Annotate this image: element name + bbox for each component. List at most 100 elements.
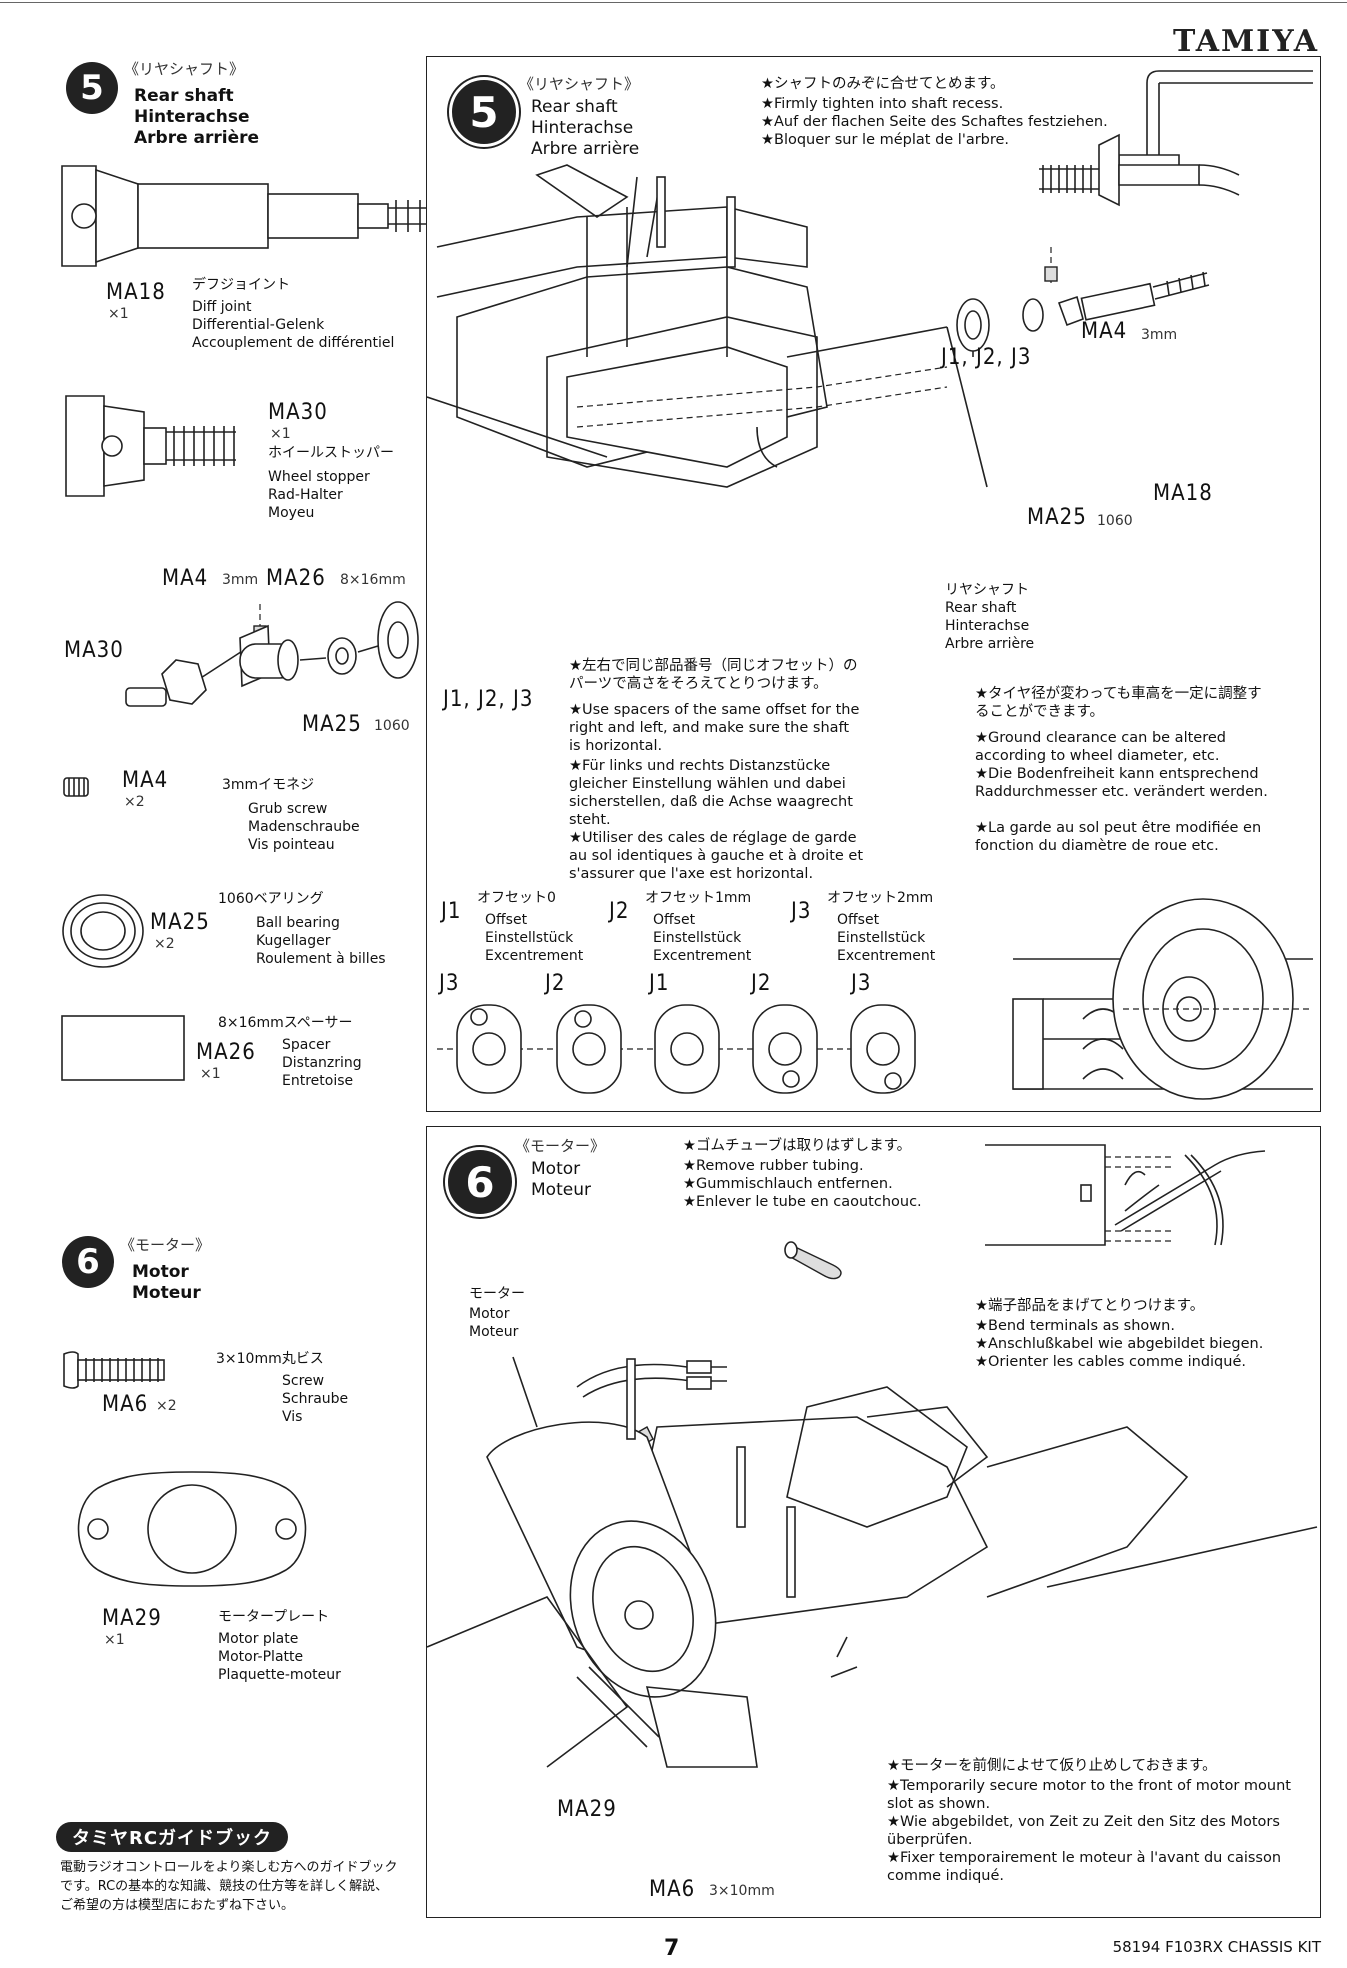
panel-5-title-de: Hinterachse [531, 118, 634, 138]
panel-6-title-fr: Moteur [531, 1180, 591, 1200]
panel-5-title-jp: 《リヤシャフト》 [519, 75, 640, 93]
terminal-note-jp: ★端子部品をまげてとりつけます。 [975, 1298, 1205, 1314]
offset-fr-j1: Excentrement [485, 948, 584, 964]
top-rule [0, 2, 1347, 3]
screw-drawing [63, 1351, 165, 1389]
part-jp-ma6: 3×10mm丸ビス [216, 1351, 324, 1367]
part-de-ma25: Kugellager [256, 933, 331, 949]
hex-wrench-inset [1039, 70, 1313, 207]
offset-note-en: ★Use spacers of the same offset for the … [569, 702, 860, 754]
motor-install-drawing [427, 1356, 1318, 1768]
offset-fr-j2: Excentrement [653, 948, 752, 964]
label-ma25-right: MA25 [1027, 505, 1087, 530]
part-en-ma6: Screw [282, 1373, 325, 1389]
part-fr-ma6: Vis [282, 1409, 303, 1425]
part-qty-ma25: ×2 [154, 936, 175, 952]
brand-logo: TAMIYA [1173, 24, 1319, 59]
part-fr-ma30: Moyeu [268, 505, 315, 521]
page-number: 7 [664, 1936, 680, 1961]
part-fr-ma4: Vis pointeau [248, 837, 335, 853]
terminal-note-de: ★Anschlußkabel wie abgebildet biegen. [975, 1336, 1264, 1352]
label-j-group-left: J1, J2, J3 [443, 687, 534, 712]
part-jp-ma4: 3mmイモネジ [222, 777, 315, 793]
shaft-tip-jp: ★シャフトのみぞに合せてとめます。 [761, 76, 1005, 92]
label-j-group-right: J1, J2, J3 [941, 345, 1032, 370]
offset-row-label-2: J2 [545, 971, 566, 996]
offset-de-j1: Einstellstück [485, 930, 574, 946]
step-6-badge: 6 [62, 1236, 114, 1288]
part-code-ma25: MA25 [150, 910, 210, 935]
offset-fr-j3: Excentrement [837, 948, 936, 964]
rear-shaft-label-de: Hinterachse [945, 618, 1030, 634]
part-qty-ma4: ×2 [124, 794, 145, 810]
part-de-ma26: Distanzring [282, 1055, 362, 1071]
exploded-view-rear-left [125, 601, 419, 707]
clearance-note-en: ★Ground clearance can be altered accordi… [975, 730, 1226, 764]
exploded-label-ma25: MA25 [302, 712, 362, 737]
part-jp-ma25: 1060ベアリング [218, 891, 324, 907]
panel-6-title-en: Motor [531, 1159, 581, 1179]
step-6-title-jp: 《モーター》 [120, 1236, 211, 1254]
part-de-ma18: Differential-Gelenk [192, 317, 325, 333]
shaft-tip-en: ★Firmly tighten into shaft recess. [761, 96, 1004, 112]
step-5-title-fr: Arbre arrière [134, 128, 260, 148]
label-ma18-right: MA18 [1153, 481, 1213, 506]
part-fr-ma18: Accouplement de différentiel [192, 335, 395, 351]
exploded-label-ma30: MA30 [64, 638, 124, 663]
part-en-ma4: Grub screw [248, 801, 328, 817]
step-5-title-de: Hinterachse [134, 107, 250, 127]
motor-plate-drawing [77, 1471, 307, 1587]
offset-en-j2: Offset [653, 912, 696, 928]
offset-de-j2: Einstellstück [653, 930, 742, 946]
guidebook-text: 電動ラジオコントロールをより楽しむ方へのガイドブックです。RCの基本的な知識、競… [60, 1860, 398, 1913]
spacer-drawing [61, 1015, 185, 1081]
panel-6-badge: 6 [445, 1147, 515, 1217]
offset-en-j1: Offset [485, 912, 528, 928]
label-ma4-size-right: 3mm [1141, 327, 1178, 343]
exploded-size-ma4: 3mm [222, 572, 259, 588]
part-en-ma30: Wheel stopper [268, 469, 370, 485]
tubing-tip-de: ★Gummischlauch entfernen. [683, 1176, 893, 1192]
terminal-note-fr: ★Orienter les cables comme indiqué. [975, 1354, 1246, 1370]
step-5-title-jp: 《リヤシャフト》 [124, 60, 245, 78]
offset-code-j2: J2 [609, 899, 630, 924]
part-code-ma29: MA29 [102, 1606, 162, 1631]
label-ma6-size: 3×10mm [709, 1883, 775, 1899]
offset-row-label-1: J3 [439, 971, 460, 996]
part-qty-ma29: ×1 [104, 1632, 125, 1648]
terminal-note-en: ★Bend terminals as shown. [975, 1318, 1175, 1334]
exploded-label-ma26: MA26 [266, 566, 326, 591]
wheel-clearance-drawing [1012, 898, 1313, 1100]
step-5-title-en: Rear shaft [134, 86, 234, 106]
part-de-ma6: Schraube [282, 1391, 349, 1407]
part-fr-ma29: Plaquette-moteur [218, 1667, 341, 1683]
offset-code-j1: J1 [441, 899, 462, 924]
grub-screw-drawing [63, 777, 89, 797]
offset-row-label-4: J2 [751, 971, 772, 996]
panel-5-badge: 5 [449, 77, 519, 147]
label-ma6: MA6 [649, 1877, 696, 1902]
part-de-ma4: Madenschraube [248, 819, 360, 835]
secure-note-jp: ★モーターを前側によせて仮り止めしておきます。 [887, 1758, 1217, 1774]
step-6-title-fr: Moteur [132, 1283, 201, 1303]
rear-shaft-label-jp: リヤシャフト [945, 582, 1029, 598]
clearance-note-fr: ★La garde au sol peut être modifiée en f… [975, 820, 1262, 854]
exploded-size-ma25: 1060 [374, 718, 410, 734]
shaft-tip-fr: ★Bloquer sur le méplat de l'arbre. [761, 132, 1010, 148]
tubing-tip-jp: ★ゴムチューブは取りはずします。 [683, 1138, 912, 1154]
part-de-ma29: Motor-Platte [218, 1649, 304, 1665]
part-jp-ma30: ホイールストッパー [268, 445, 394, 461]
wheel-stopper-drawing [65, 395, 236, 497]
part-en-ma26: Spacer [282, 1037, 331, 1053]
panel-5-title-fr: Arbre arrière [531, 139, 640, 159]
tubing-tip-en: ★Remove rubber tubing. [683, 1158, 864, 1174]
part-en-ma29: Motor plate [218, 1631, 299, 1647]
label-ma4-right: MA4 [1081, 319, 1128, 344]
step-6-title-en: Motor [132, 1262, 189, 1282]
rear-shaft-label-en: Rear shaft [945, 600, 1017, 616]
offset-row-label-3: J1 [649, 971, 670, 996]
offset-code-j3: J3 [791, 899, 812, 924]
part-qty-ma18: ×1 [108, 306, 129, 322]
rear-shaft-label-fr: Arbre arrière [945, 636, 1035, 652]
panel-6-title-jp: 《モーター》 [515, 1137, 606, 1155]
